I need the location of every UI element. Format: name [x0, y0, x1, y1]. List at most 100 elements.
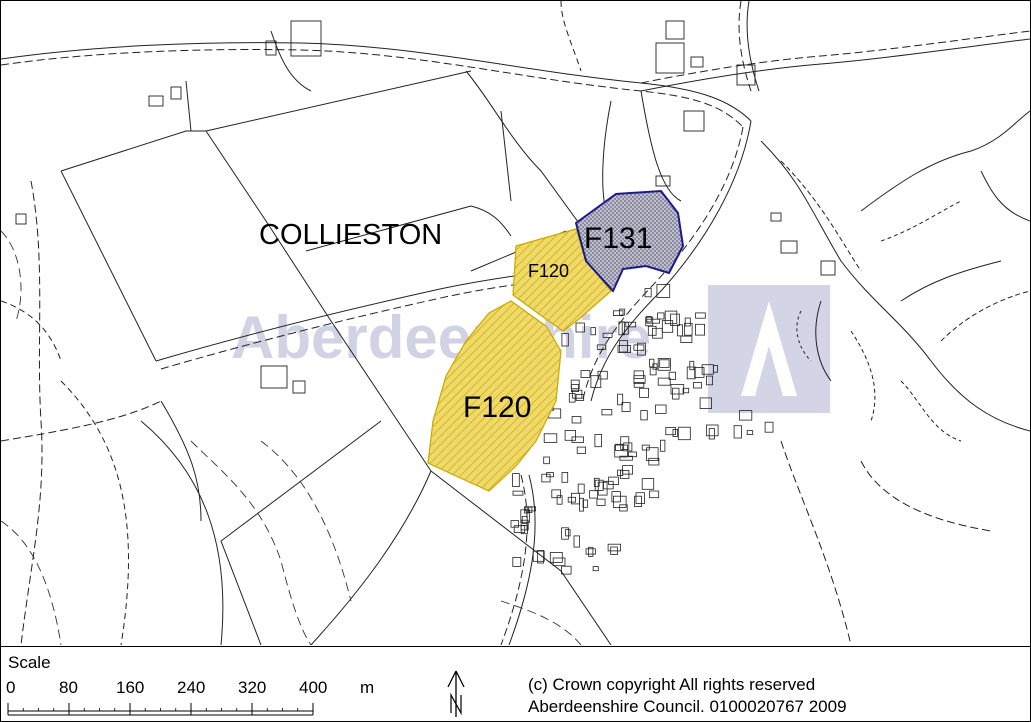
- village-building: [615, 443, 624, 451]
- village-building: [592, 566, 599, 572]
- village-building: [655, 404, 667, 414]
- village-building: [543, 433, 558, 443]
- buildings: [15, 20, 836, 394]
- village-building: [579, 497, 584, 512]
- village-building: [596, 344, 607, 350]
- village-building: [619, 504, 628, 512]
- village-building: [657, 312, 665, 320]
- village-building: [621, 402, 631, 412]
- village-building: [590, 375, 602, 388]
- village-building: [684, 322, 693, 336]
- village-building: [532, 550, 545, 562]
- village-building: [512, 473, 520, 488]
- village-building: [594, 434, 603, 448]
- village-building: [561, 527, 569, 540]
- scale-unit: m: [360, 678, 375, 697]
- village-building: [546, 472, 554, 478]
- scale-tick-label: 320: [238, 678, 267, 697]
- village-building: [582, 499, 588, 508]
- site-F120-north: [512, 228, 612, 332]
- village-building: [682, 387, 690, 394]
- village-building: [561, 332, 569, 347]
- village-building: [649, 358, 655, 368]
- village-building: [618, 321, 625, 336]
- village-building: [512, 490, 524, 496]
- village-building: [596, 498, 606, 506]
- watermark-text: Aberdeenshire: [231, 304, 651, 371]
- village-building: [620, 469, 630, 479]
- village-building: [561, 565, 572, 575]
- village-building: [739, 410, 753, 421]
- village-building: [706, 375, 714, 386]
- place-label: COLLIESTON: [259, 219, 442, 251]
- site-label-F120-north: F120: [528, 261, 569, 281]
- village-building: [568, 392, 576, 403]
- village-building: [619, 455, 633, 461]
- village-building: [664, 310, 678, 325]
- village-building: [602, 332, 613, 338]
- village-building: [652, 363, 658, 370]
- village-building: [645, 316, 654, 327]
- village-building: [708, 428, 715, 440]
- village-building: [564, 430, 576, 441]
- village-building: [648, 457, 660, 466]
- village-building: [640, 410, 648, 421]
- site-label-F131: F131: [584, 222, 652, 255]
- village-building: [637, 342, 646, 356]
- village-building: [639, 387, 649, 398]
- village-building: [552, 557, 566, 567]
- watermark-crest: [708, 285, 830, 413]
- village-building: [576, 446, 587, 454]
- village-building: [549, 552, 563, 563]
- village-building: [593, 477, 600, 487]
- village-building: [706, 424, 719, 437]
- scale-title: Scale: [8, 653, 51, 672]
- scale-tick-label: 400: [299, 678, 328, 697]
- village-building: [619, 340, 628, 353]
- village-building: [764, 421, 774, 433]
- village-building: [607, 543, 621, 552]
- village-building: [634, 495, 642, 507]
- village-building: [601, 409, 613, 416]
- scale-tick-label: 160: [116, 678, 145, 697]
- village-building: [633, 344, 645, 351]
- village-building: [686, 366, 696, 380]
- village-building: [623, 442, 633, 452]
- village-building: [641, 478, 655, 490]
- village-building: [670, 313, 680, 327]
- village-building: [712, 364, 718, 373]
- village-building: [524, 506, 536, 512]
- village-building: [571, 436, 584, 443]
- village-building: [617, 393, 624, 406]
- village-building: [565, 529, 571, 537]
- village-building: [520, 525, 528, 535]
- scale-tick-label: 240: [177, 678, 206, 697]
- village-building: [510, 520, 519, 528]
- village-building: [573, 535, 580, 548]
- site-label-F120-south: F120: [463, 391, 531, 424]
- village-building: [575, 322, 585, 333]
- village-building: [512, 557, 522, 567]
- village-building: [689, 360, 695, 371]
- village-building: [551, 489, 561, 499]
- roads: [1, 1, 1030, 645]
- village-building: [633, 375, 646, 384]
- village-building: [660, 439, 666, 452]
- village-building: [597, 370, 608, 380]
- village-building: [561, 471, 569, 483]
- north-arrow-icon: [447, 670, 465, 717]
- coastline: [760, 110, 1030, 442]
- village-building: [621, 321, 629, 335]
- village-building: [733, 425, 742, 439]
- village-building: [677, 324, 683, 337]
- village-building: [571, 383, 580, 392]
- village-building: [537, 550, 545, 564]
- village-building: [571, 416, 582, 424]
- village-building: [622, 465, 633, 475]
- village-building: [588, 546, 594, 557]
- village-building: [680, 335, 693, 344]
- village-building: [633, 381, 645, 388]
- village-building: [695, 312, 706, 319]
- village-building: [590, 327, 596, 336]
